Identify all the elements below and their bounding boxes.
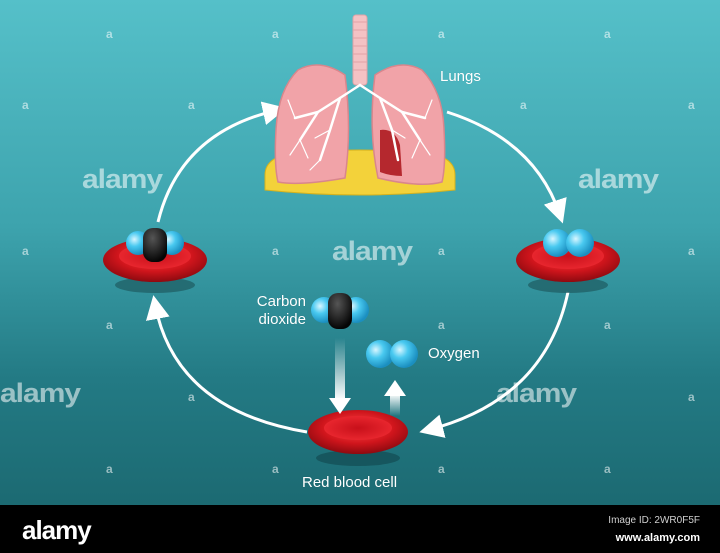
arrow-right-cell-to-bottom-cell bbox=[419, 291, 570, 438]
carbon-dioxide-label-line1: Carbon bbox=[256, 293, 306, 310]
watermark-a: a bbox=[520, 98, 527, 112]
carbon-dioxide-molecule-icon bbox=[126, 228, 184, 262]
co2-release-arrow bbox=[329, 338, 351, 414]
diagram-canvas: alamy alamy alamy alamy alamy a a a a a … bbox=[0, 0, 720, 505]
carbon-dioxide-label-line2: dioxide bbox=[258, 311, 306, 328]
left-lung bbox=[274, 64, 350, 185]
watermark-a: a bbox=[438, 318, 445, 332]
watermark-a: a bbox=[688, 390, 695, 404]
image-id: Image ID: 2WR0F5F bbox=[608, 515, 700, 526]
watermark-a: a bbox=[188, 390, 195, 404]
cycle-arrow-icon bbox=[145, 101, 570, 438]
carbon-dioxide-label: Carbon dioxide bbox=[246, 293, 306, 329]
watermark-alamy: alamy bbox=[578, 164, 659, 195]
oxygen-molecule-icon bbox=[543, 229, 594, 257]
o2-uptake-arrow bbox=[384, 380, 406, 416]
watermark-a: a bbox=[688, 244, 695, 258]
watermark-a: a bbox=[604, 318, 611, 332]
arrow-bottom-cell-to-left-cell bbox=[145, 295, 308, 434]
arrow-left-cell-to-lungs bbox=[156, 101, 287, 223]
red-blood-cell-icon bbox=[308, 410, 408, 466]
watermark-a: a bbox=[438, 462, 445, 476]
watermark-a: a bbox=[272, 244, 279, 258]
watermark-alamy: alamy bbox=[496, 378, 577, 409]
carbon-dioxide-molecule-icon bbox=[311, 293, 369, 329]
watermark-a: a bbox=[688, 98, 695, 112]
site-url: www.alamy.com bbox=[615, 532, 700, 544]
arrow-lungs-to-right-cell bbox=[446, 110, 567, 224]
watermark-a: a bbox=[106, 27, 113, 41]
footer-bar: alamy Image ID: 2WR0F5F www.alamy.com bbox=[0, 505, 720, 553]
oxygen-label: Oxygen bbox=[428, 345, 480, 362]
alamy-logo: alamy bbox=[22, 515, 92, 545]
watermark-a: a bbox=[22, 244, 29, 258]
watermark-a: a bbox=[188, 98, 195, 112]
watermark-a: a bbox=[604, 462, 611, 476]
lungs-icon bbox=[264, 14, 456, 196]
watermark-alamy: alamy bbox=[82, 164, 163, 195]
red-blood-cell-label: Red blood cell bbox=[302, 474, 398, 491]
watermark-a: a bbox=[438, 244, 445, 258]
watermark-alamy: alamy bbox=[0, 378, 81, 409]
watermark-a: a bbox=[272, 27, 279, 41]
lungs-label: Lungs bbox=[440, 68, 481, 85]
watermark-a: a bbox=[106, 462, 113, 476]
oxygen-molecule-icon bbox=[366, 340, 418, 368]
watermark-a: a bbox=[438, 27, 445, 41]
respiration-cycle-diagram bbox=[103, 14, 620, 466]
watermark-a: a bbox=[106, 318, 113, 332]
watermark-a: a bbox=[22, 98, 29, 112]
watermark-a: a bbox=[272, 462, 279, 476]
right-lung-section bbox=[380, 129, 402, 176]
watermark-alamy: alamy bbox=[332, 236, 413, 267]
watermark-a: a bbox=[604, 27, 611, 41]
